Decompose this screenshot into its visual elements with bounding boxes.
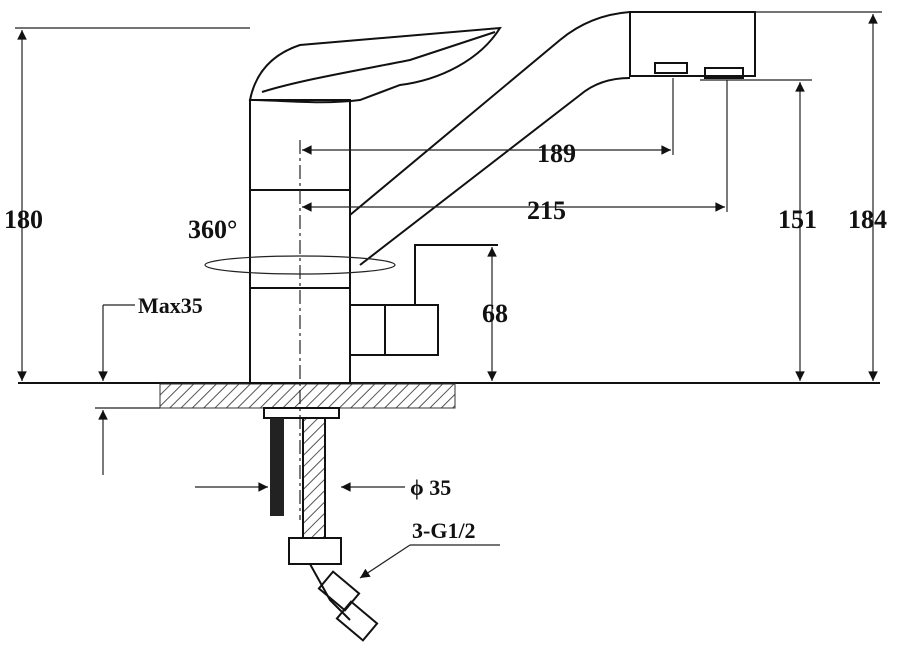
dim-label-151: 151 [778,205,817,234]
dim-label-215: 215 [527,196,566,225]
spout [349,11,756,266]
max-thickness-label: Max35 [138,293,203,318]
faucet-body [248,26,502,384]
connection-label: 3-G1/2 [412,518,476,543]
rotation-arrow-icon [204,255,396,275]
dim-label-180: 180 [4,205,43,234]
countertop-hatch [159,383,456,409]
rotation-label: 360° [188,215,237,244]
side-outlet [349,244,498,356]
mounting-shank [263,407,379,642]
dim-label-189: 189 [537,139,576,168]
dim-label-68: 68 [482,299,508,328]
hole-diameter-label: ϕ 35 [410,475,451,500]
dim-label-184: 184 [848,205,887,234]
